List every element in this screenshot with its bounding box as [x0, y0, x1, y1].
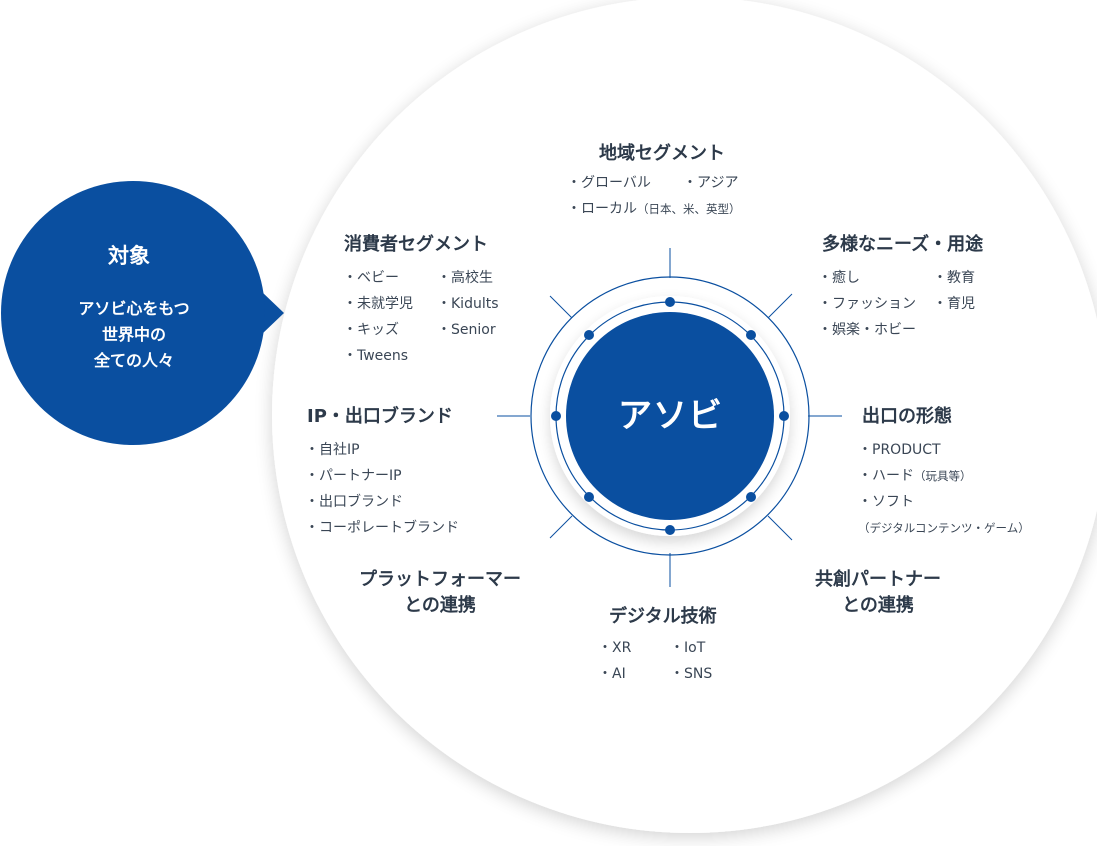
ip-brand-item: ・出口ブランド — [305, 494, 403, 510]
consumer-item: ・ベビー — [343, 270, 399, 286]
needs-item: ・育児 — [933, 296, 975, 312]
partner-heading-line: との連携 — [842, 595, 914, 616]
consumer-item: ・未就学児 — [343, 296, 413, 312]
regional-item: ・ローカル（日本、米、英型） — [567, 202, 741, 216]
needs-item: ・ファッション — [818, 296, 916, 312]
needs-item: ・教育 — [933, 270, 975, 286]
exit-form-item-hard-note: （玩具等） — [914, 469, 972, 483]
target-title: 対象 — [108, 244, 150, 268]
exit-form-heading: 出口の形態 — [862, 406, 952, 427]
regional-item-local: ・ローカル — [567, 201, 637, 217]
connector-spokes — [497, 248, 842, 587]
target-description-line: 全ての人々 — [93, 351, 174, 370]
outer-ring — [530, 276, 810, 556]
target-bubble — [1, 181, 284, 445]
regional-segment-heading: 地域セグメント — [599, 143, 725, 164]
core-label: アソビ — [618, 396, 723, 436]
spoke-top-left — [549, 295, 573, 319]
consumer-item: ・高校生 — [437, 270, 493, 286]
target-description-line: 世界中の — [101, 325, 166, 344]
target-bubble-circle — [1, 181, 265, 445]
target-description: アソビ心をもつ 世界中の 全ての人々 — [43, 296, 225, 374]
spoke-bottom-left — [549, 515, 573, 539]
exit-form-item: ・PRODUCT — [858, 442, 941, 458]
ip-brand-item: ・コーポレートブランド — [305, 520, 459, 536]
platformer-heading-line: との連携 — [404, 595, 476, 616]
exit-form-item-hard: ・ハード — [858, 468, 914, 484]
ring-dot-top — [665, 297, 675, 307]
ring-dot-left — [551, 411, 561, 421]
exit-form-item: ・ソフト — [858, 494, 914, 510]
spoke-top-right — [767, 293, 793, 319]
ring-dot-top-right — [746, 330, 756, 340]
partner-heading-line: 共創パートナー — [815, 569, 941, 590]
target-bubble-pointer — [262, 292, 284, 334]
ring-dot-bottom-right — [746, 492, 756, 502]
ring-dot-bottom-left — [584, 492, 594, 502]
exit-form-item: ・ハード（玩具等） — [858, 469, 972, 483]
exit-form-soft-note-text: （デジタルコンテンツ・ゲーム） — [858, 521, 1030, 535]
needs-item: ・娯楽・ホビー — [818, 322, 916, 338]
ring-dot-top-left — [584, 330, 594, 340]
digital-tech-item: ・XR — [598, 640, 632, 656]
digital-tech-heading: デジタル技術 — [609, 606, 717, 627]
regional-item: ・アジア — [683, 175, 739, 191]
ip-brand-item: ・パートナーIP — [305, 468, 402, 484]
ring-dots — [551, 297, 789, 535]
consumer-segment-heading: 消費者セグメント — [344, 234, 488, 255]
target-description-line: アソビ心をもつ — [78, 299, 190, 318]
regional-item-note: （日本、米、英型） — [637, 202, 741, 216]
partner-heading: 共創パートナー との連携 — [788, 567, 968, 619]
ring-dot-right — [779, 411, 789, 421]
consumer-item: ・キッズ — [343, 322, 399, 338]
digital-tech-item: ・AI — [598, 666, 626, 682]
ip-brand-item: ・自社IP — [305, 442, 360, 458]
ring-dot-bottom — [665, 525, 675, 535]
ip-brand-heading: IP・出口ブランド — [307, 406, 453, 427]
platformer-heading: プラットフォーマー との連携 — [340, 567, 540, 619]
needs-item: ・癒し — [818, 270, 860, 286]
consumer-item: ・Tweens — [343, 348, 409, 364]
consumer-item: ・Senior — [437, 322, 496, 338]
needs-heading: 多様なニーズ・用途 — [822, 234, 984, 255]
platformer-heading-line: プラットフォーマー — [359, 569, 521, 590]
core-circle — [566, 312, 774, 520]
digital-tech-item: ・SNS — [670, 666, 713, 682]
regional-item: ・グローバル — [567, 175, 651, 191]
digital-tech-item: ・IoT — [670, 640, 706, 656]
spoke-bottom-right — [767, 515, 793, 541]
consumer-item: ・Kidults — [437, 296, 499, 312]
exit-form-soft-note: （デジタルコンテンツ・ゲーム） — [858, 521, 1030, 535]
